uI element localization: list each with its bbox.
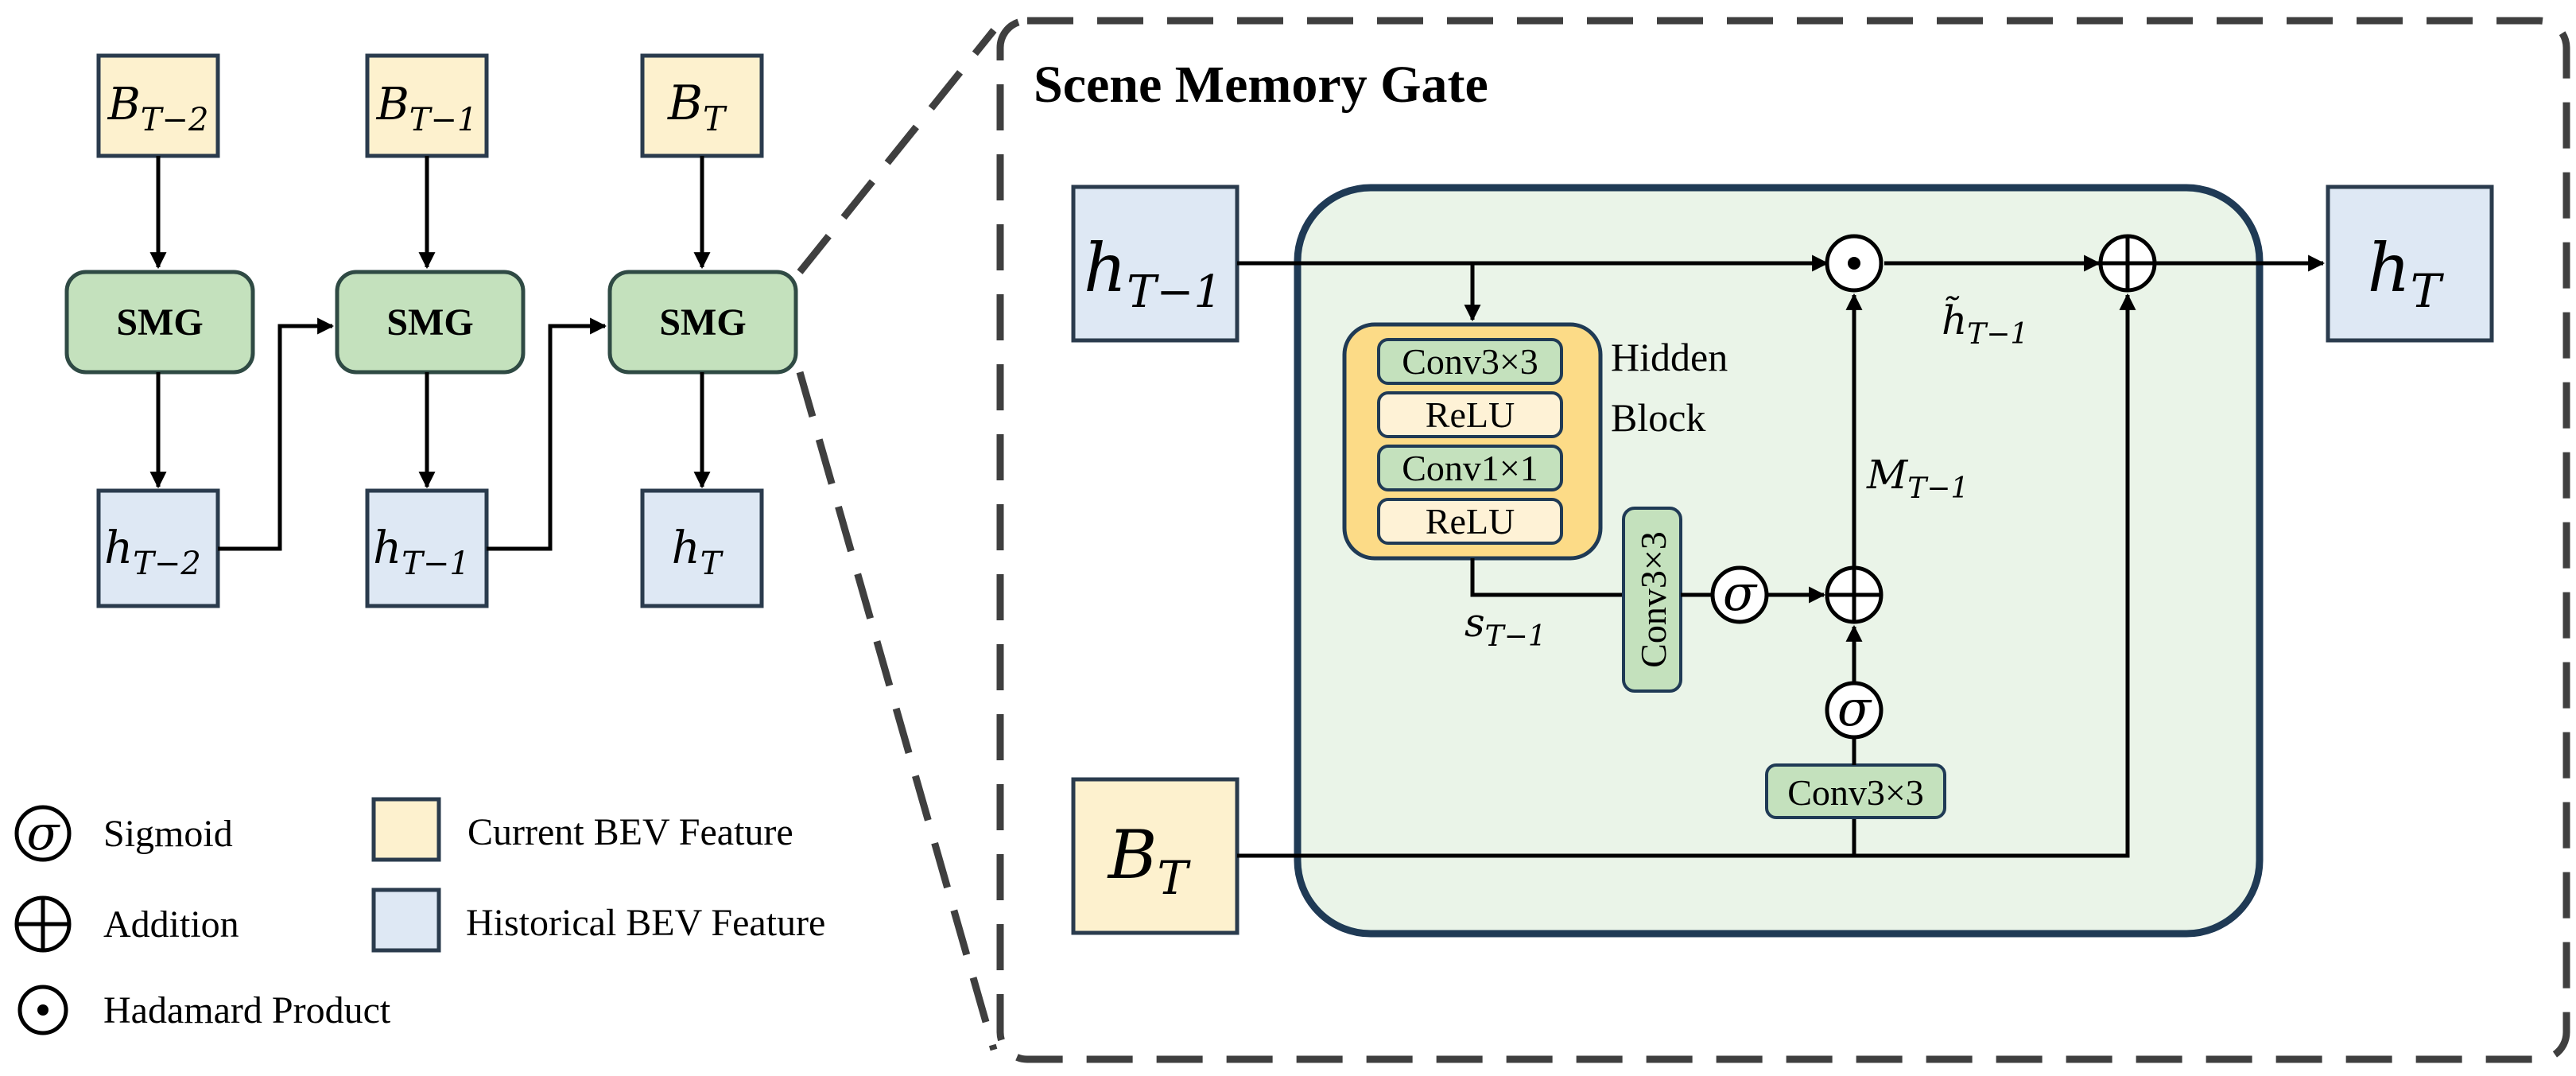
output-h-t-1: hT−1 [365, 488, 489, 608]
sigma-node-1: σ [1710, 564, 1769, 624]
legend: σ Sigmoid Addition Hadamard Product Curr… [14, 797, 825, 1035]
legend-sigmoid: σ Sigmoid [14, 805, 233, 862]
svg-text:Conv3×3: Conv3×3 [1402, 341, 1538, 382]
input-b-t-2: BT−2 [96, 53, 220, 158]
hidden-layer-conv1x1: Conv1×1 [1377, 445, 1563, 491]
hidden-layer-relu-2: ReLU [1377, 498, 1563, 545]
input-b-t: BT [640, 53, 764, 158]
legend-historical-bev-label: Historical BEV Feature [466, 902, 825, 944]
pipeline: BT−2 BT−1 BT SMG SMG SMG [64, 53, 798, 608]
hadamard-node [1825, 234, 1884, 293]
svg-text:Conv3×3: Conv3×3 [1787, 772, 1924, 813]
legend-addition-label: Addition [103, 903, 239, 946]
scene-memory-gate-panel: Scene Memory Gate hT−1 BT hT [996, 17, 2570, 1063]
output-h-t-2: hT−2 [96, 488, 220, 608]
hidden-layer-relu-1: ReLU [1377, 391, 1563, 438]
addition-node-top [2098, 234, 2157, 293]
addition-node-mid [1825, 565, 1884, 624]
svg-text:σ: σ [1837, 679, 1872, 737]
gate-inner-panel [1294, 184, 2264, 938]
smg-label: SMG [116, 301, 203, 344]
gate-input-b: BT [1071, 777, 1240, 935]
svg-text:σ: σ [1723, 564, 1758, 622]
historical-bev-swatch [371, 888, 441, 953]
hidden-layer-conv3x3: Conv3×3 [1377, 338, 1563, 385]
smg-block-1: SMG [64, 270, 255, 375]
hidden-block: Conv3×3 ReLU Conv1×1 ReLU [1342, 322, 1603, 561]
legend-hadamard-label: Hadamard Product [103, 989, 391, 1031]
output-h-t: hT [640, 488, 764, 608]
sigma-node-2: σ [1825, 679, 1884, 740]
legend-hadamard: Hadamard Product [17, 985, 391, 1035]
legend-current-bev: Current BEV Feature [371, 797, 793, 862]
conv-vertical: Conv3×3 [1622, 507, 1682, 693]
gate-output-h: hT [2326, 185, 2494, 343]
current-bev-swatch [371, 797, 441, 862]
sigmoid-icon [14, 805, 72, 862]
svg-text:Conv1×1: Conv1×1 [1402, 448, 1538, 488]
smg-block-3: SMG [607, 270, 798, 375]
gate-title: Scene Memory Gate [1034, 56, 1488, 114]
legend-historical-bev: Historical BEV Feature [371, 888, 825, 953]
svg-text:ReLU: ReLU [1426, 501, 1515, 542]
legend-addition: Addition [14, 895, 239, 953]
legend-current-bev-label: Current BEV Feature [467, 811, 793, 853]
smg-label: SMG [386, 301, 473, 344]
svg-text:Conv3×3: Conv3×3 [1633, 531, 1674, 668]
smg-block-2: SMG [335, 270, 526, 375]
hidden-block-label-line1: Hidden [1611, 335, 1728, 379]
hidden-block-label-line2: Block [1611, 395, 1705, 440]
gate-input-h: hT−1 [1071, 185, 1240, 343]
conv-bottom: Conv3×3 [1765, 763, 1946, 819]
input-b-t-1: BT−1 [365, 53, 489, 158]
legend-sigmoid-label: Sigmoid [103, 813, 233, 855]
svg-text:ReLU: ReLU [1426, 394, 1515, 435]
svg-text:σ: σ [27, 806, 61, 861]
smg-label: SMG [659, 301, 746, 344]
